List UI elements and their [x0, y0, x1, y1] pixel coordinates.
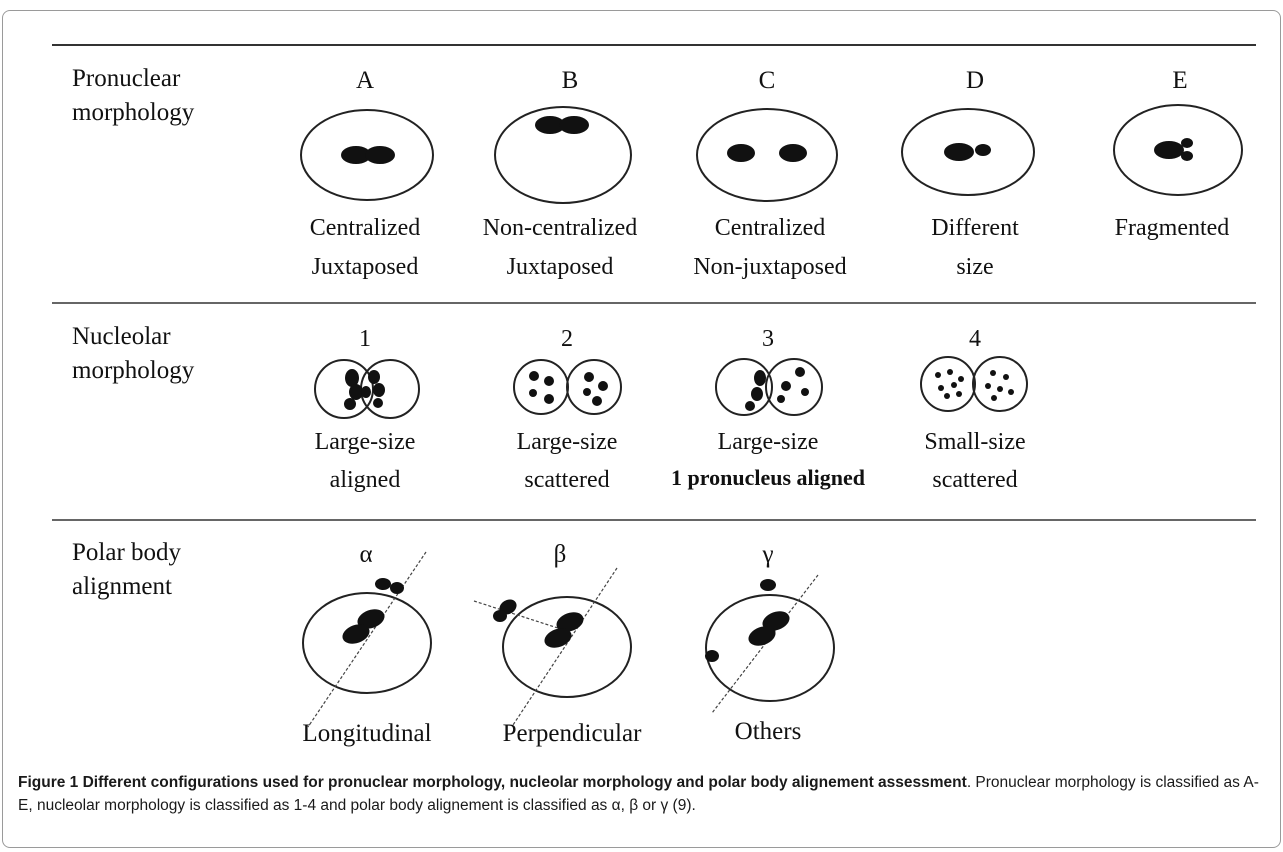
polar-zygote-beta [474, 568, 631, 725]
nucleolar-key-1: 1 [359, 326, 371, 352]
nucleolar-desc-3-line2: 1 pronucleus aligned [671, 465, 865, 490]
pronuclear-key-e: E [1172, 67, 1187, 94]
caption-label: Figure 1 [18, 774, 78, 791]
nucleolar-desc-4-line1: Small-size [924, 429, 1025, 455]
pronuclear-key-c: C [759, 67, 776, 94]
zygote-b [495, 107, 631, 203]
pronuclear-key-d: D [966, 67, 984, 94]
nucleolar-desc-2-line2: scattered [524, 467, 609, 493]
nucleolar-desc-2-line1: Large-size [517, 429, 618, 455]
row-label-pronuclear-line1: Pronuclear [72, 65, 181, 92]
zygote-e [1114, 105, 1242, 195]
polar-key-gamma: γ [761, 541, 773, 568]
polar-key-beta: β [554, 541, 567, 568]
polar-desc-beta: Perpendicular [503, 720, 643, 747]
polar-zygote-gamma [705, 575, 834, 713]
nucleolar-desc-3-line1: Large-size [718, 429, 819, 455]
nucleolar-key-4: 4 [969, 326, 981, 352]
nucleolar-key-3: 3 [762, 326, 774, 352]
pronuclear-desc-c-line1: Centralized [715, 215, 826, 241]
nucleolar-desc-1-line2: aligned [330, 467, 401, 493]
nucleolar-desc-4-line2: scattered [932, 467, 1017, 493]
polar-zygote-alpha [303, 552, 431, 727]
row-label-nucleolar-line2: morphology [72, 357, 195, 384]
row-label-pronuclear-line2: morphology [72, 99, 195, 126]
pronuclear-desc-e-line1: Fragmented [1115, 215, 1230, 241]
pronuclear-desc-b-line1: Non-centralized [483, 215, 638, 241]
pronuclear-key-b: B [562, 67, 579, 94]
zygote-d [902, 109, 1034, 195]
pronuclei-pair-1 [315, 360, 419, 418]
caption-title: Different configurations used for pronuc… [83, 774, 967, 791]
row-label-polar-line1: Polar body [72, 539, 182, 566]
row-label-polar-line2: alignment [72, 573, 172, 600]
zygote-a [301, 110, 433, 200]
pronuclei-pair-3 [716, 359, 822, 415]
pronuclear-desc-b-line2: Juxtaposed [507, 254, 614, 280]
nucleolar-key-2: 2 [561, 326, 573, 352]
pronuclei-pair-2 [514, 360, 621, 414]
pronuclear-desc-d-line1: Different [931, 215, 1019, 241]
polar-desc-gamma: Others [735, 718, 802, 745]
pronuclear-key-a: A [356, 67, 374, 94]
pronuclear-desc-c-line2: Non-juxtaposed [693, 254, 846, 280]
pronuclear-desc-a-line1: Centralized [310, 215, 421, 241]
figure-illustration: Pronuclear morphology A B C D E [0, 0, 1283, 760]
polar-key-alpha: α [359, 541, 372, 568]
nucleolar-desc-1-line1: Large-size [315, 429, 416, 455]
polar-desc-alpha: Longitudinal [302, 720, 431, 747]
pronuclear-desc-d-line2: size [956, 254, 993, 280]
pronuclei-pair-4 [921, 357, 1027, 411]
figure-caption: Figure 1 Different configurations used f… [18, 771, 1270, 817]
pronuclear-desc-a-line2: Juxtaposed [312, 254, 419, 280]
zygote-c [697, 109, 837, 201]
row-label-nucleolar-line1: Nucleolar [72, 323, 171, 350]
